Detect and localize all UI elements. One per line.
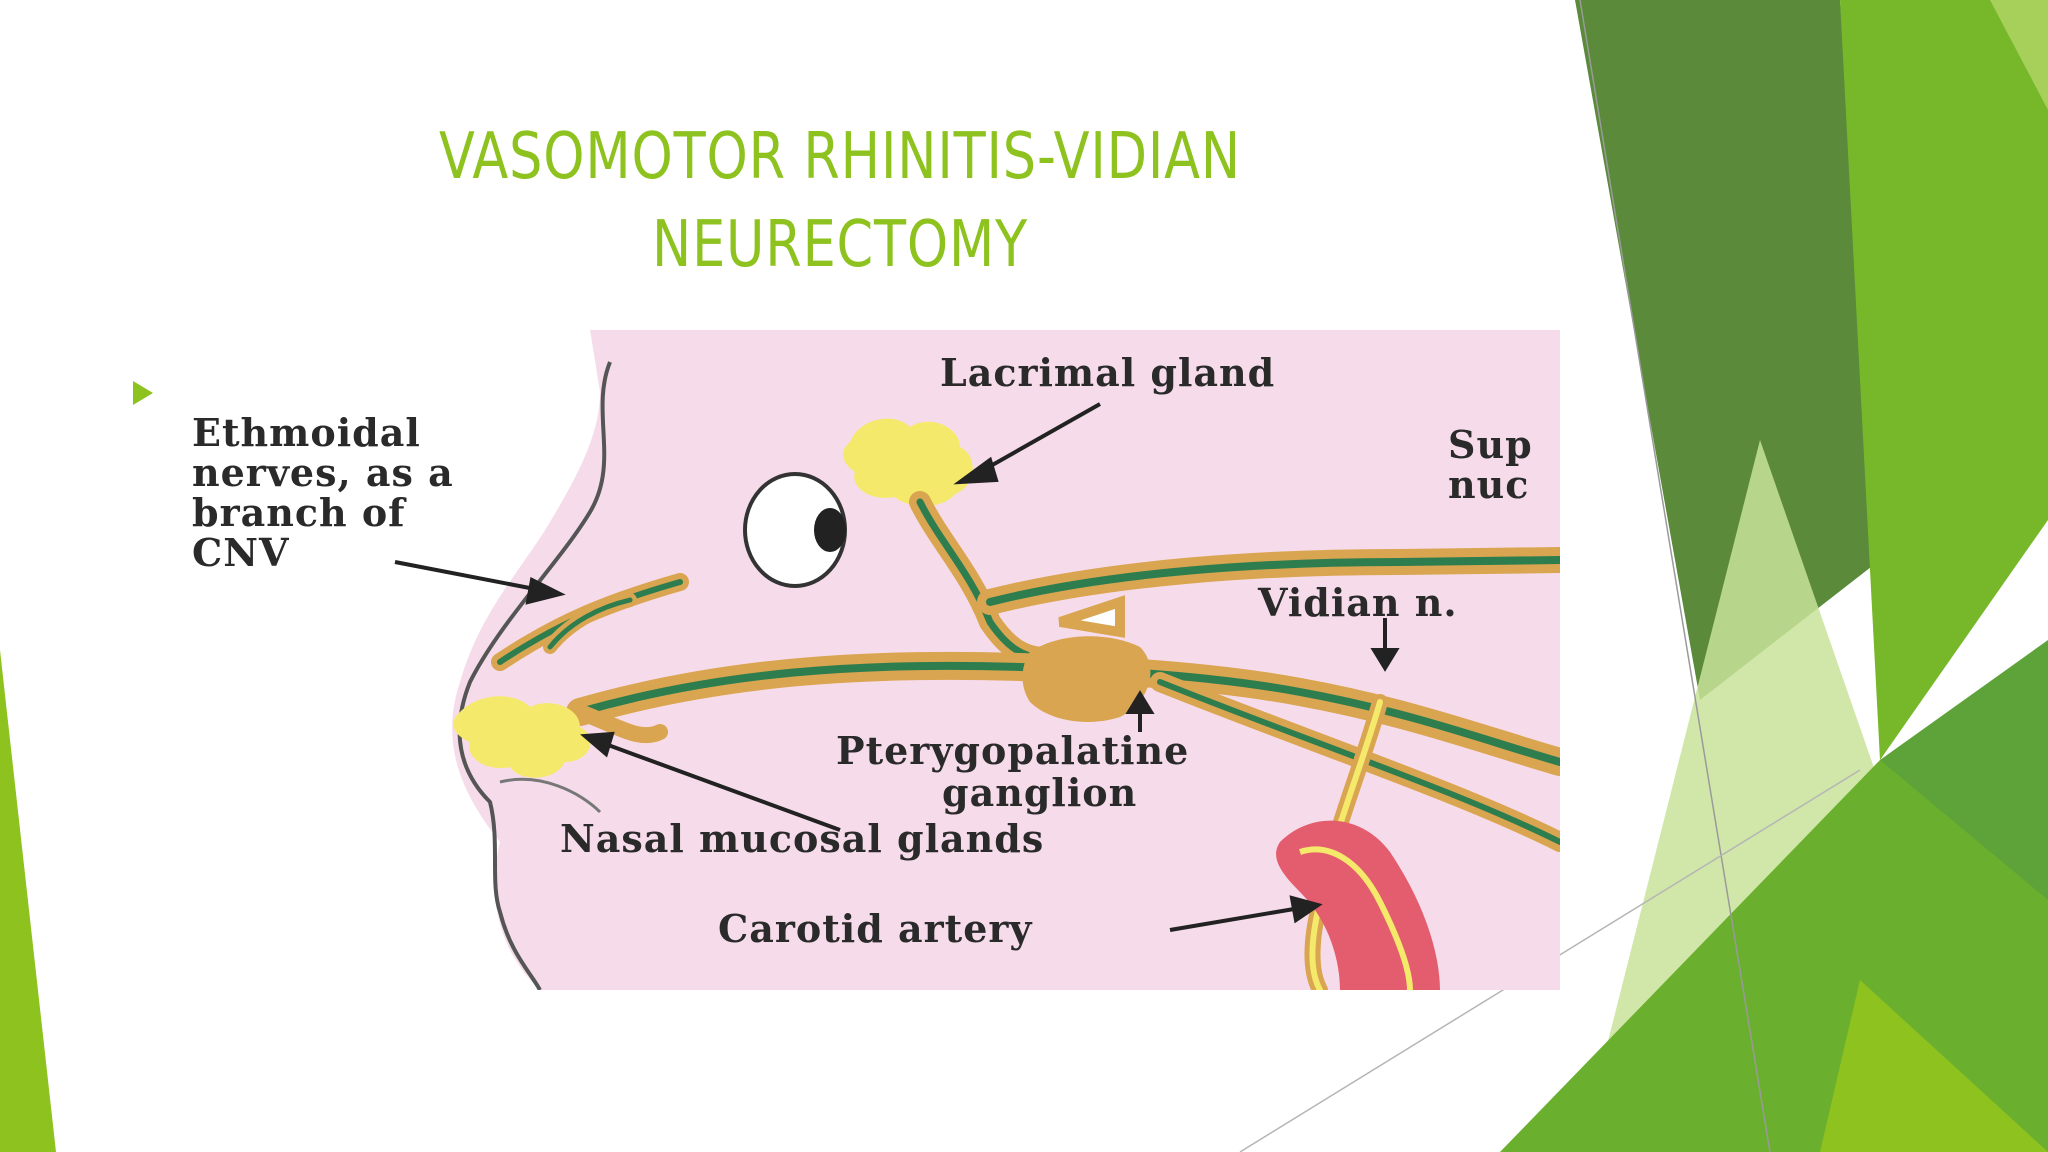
deco-shape-2 xyxy=(1575,0,1880,700)
label-ethmoidal-line-4: CNV xyxy=(192,530,290,575)
label-carotid-artery: Carotid artery xyxy=(718,906,1033,951)
label-pterygopalatine-line-1: Pterygopalatine xyxy=(836,728,1189,773)
face-profile-line xyxy=(457,361,612,990)
label-sup-line-1: Sup xyxy=(1448,422,1533,467)
label-arrows xyxy=(394,402,1400,932)
deco-shape-3 xyxy=(1840,0,2048,760)
label-ethmoidal-line-2: nerves, as a xyxy=(192,450,454,495)
deco-shape-9 xyxy=(0,650,56,1152)
ganglion-loop xyxy=(1058,595,1125,638)
deco-shape-4 xyxy=(1990,0,2048,110)
label-nasal-mucosal-glands: Nasal mucosal glands xyxy=(560,816,1044,861)
slide-title-line-1: VASOMOTOR RHINITIS-VIDIAN xyxy=(439,120,1241,194)
label-vidian-nerve: Vidian n. xyxy=(1257,580,1458,625)
deco-line-1 xyxy=(1579,0,1771,1152)
label-pterygopalatine-line-2: ganglion xyxy=(942,770,1137,815)
pupil xyxy=(814,508,846,552)
label-ethmoidal-line-1: Ethmoidal xyxy=(192,410,421,455)
deco-shape-8 xyxy=(1820,980,2048,1152)
carotid-artery-inner xyxy=(1299,846,1413,990)
lacrimal-gland xyxy=(843,418,973,507)
deco-shape-5 xyxy=(1580,440,1920,1152)
slide-title-line-2: NEURECTOMY xyxy=(652,208,1028,282)
label-ethmoidal-line-3: branch of xyxy=(192,490,407,535)
label-sup-line-2: nuc xyxy=(1448,462,1529,507)
lip-line xyxy=(499,777,602,814)
nasal-mucosal-glands xyxy=(453,696,591,778)
vidian-nerve-diagram: Lacrimal gland Ethmoidal nerves, as a br… xyxy=(160,322,1560,990)
label-lacrimal-gland: Lacrimal gland xyxy=(940,350,1275,395)
nasal-branch xyxy=(572,704,668,744)
pterygopalatine-ganglion xyxy=(1022,636,1151,722)
bullet-arrow-icon xyxy=(133,381,153,405)
